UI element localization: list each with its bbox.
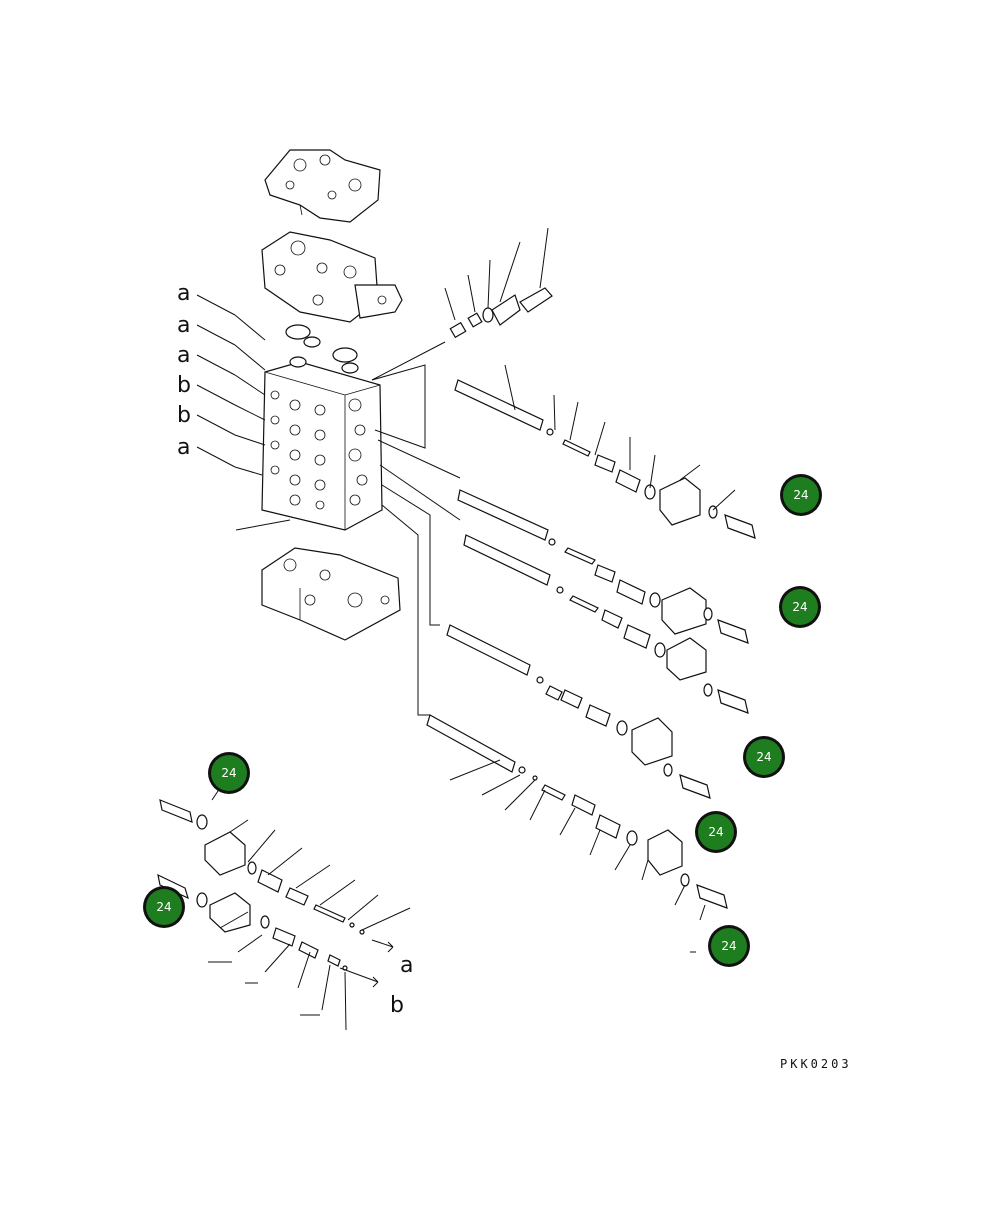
port-label: a [177, 281, 190, 306]
arrow-label-a: a [400, 953, 413, 978]
svg-text:24: 24 [793, 488, 808, 502]
callout-24[interactable]: 24 [743, 736, 785, 778]
svg-text:24: 24 [221, 766, 236, 780]
svg-text:24: 24 [721, 939, 736, 953]
leader-lines [235, 341, 461, 716]
port-label: a [177, 313, 190, 338]
callout-24[interactable]: 24 [143, 886, 185, 928]
callout-24[interactable]: 24 [779, 586, 821, 628]
callout-24[interactable]: 24 [208, 752, 250, 794]
spool-rows [426, 364, 756, 953]
lower-section-block [261, 547, 401, 641]
port-label: a [177, 435, 190, 460]
port-arrows [196, 294, 266, 476]
svg-text:24: 24 [756, 750, 771, 764]
port-label: a [177, 343, 190, 368]
main-valve-body [261, 324, 383, 531]
callout-24[interactable]: 24 [695, 811, 737, 853]
lower-left-parts [157, 787, 411, 1031]
upper-section-block [261, 231, 403, 323]
relief-valve-parts [444, 227, 553, 339]
port-label: b [177, 403, 191, 428]
callout-24[interactable]: 24 [708, 925, 750, 967]
arrow-label-b: b [390, 993, 404, 1018]
svg-text:24: 24 [708, 825, 723, 839]
top-cover-block [264, 149, 381, 223]
drawing-code: PKK0203 [780, 1057, 852, 1071]
svg-text:24: 24 [792, 600, 807, 614]
port-label: b [177, 373, 191, 398]
port-labels: a a a b b a [177, 281, 191, 460]
svg-text:24: 24 [156, 900, 171, 914]
callout-24[interactable]: 24 [780, 474, 822, 516]
